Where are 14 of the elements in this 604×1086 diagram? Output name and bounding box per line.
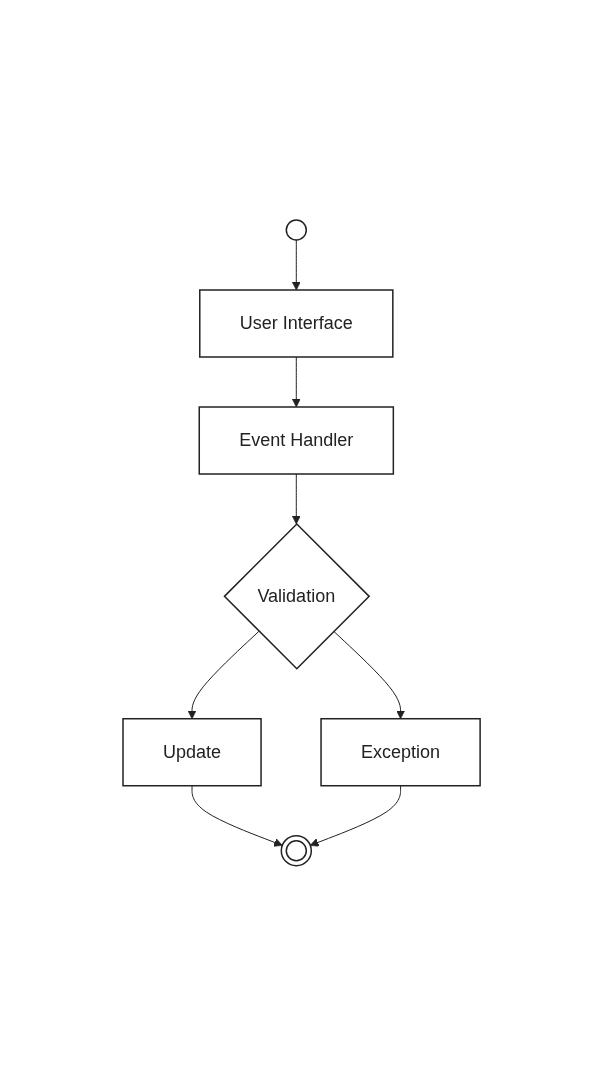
node-circle [281,835,313,867]
node-circle [286,219,308,241]
arrow [310,785,402,847]
node-box: User Interface [199,289,394,358]
arrow [292,239,302,291]
node-box: Event Handler [198,406,395,475]
node-diamond: Validation [223,523,371,670]
node-box: Exception [320,718,482,787]
arrow [292,473,302,525]
arrow [333,630,406,720]
node-box: Update [122,718,263,787]
arrow [188,630,260,720]
arrow [191,785,284,847]
arrow [292,356,302,408]
